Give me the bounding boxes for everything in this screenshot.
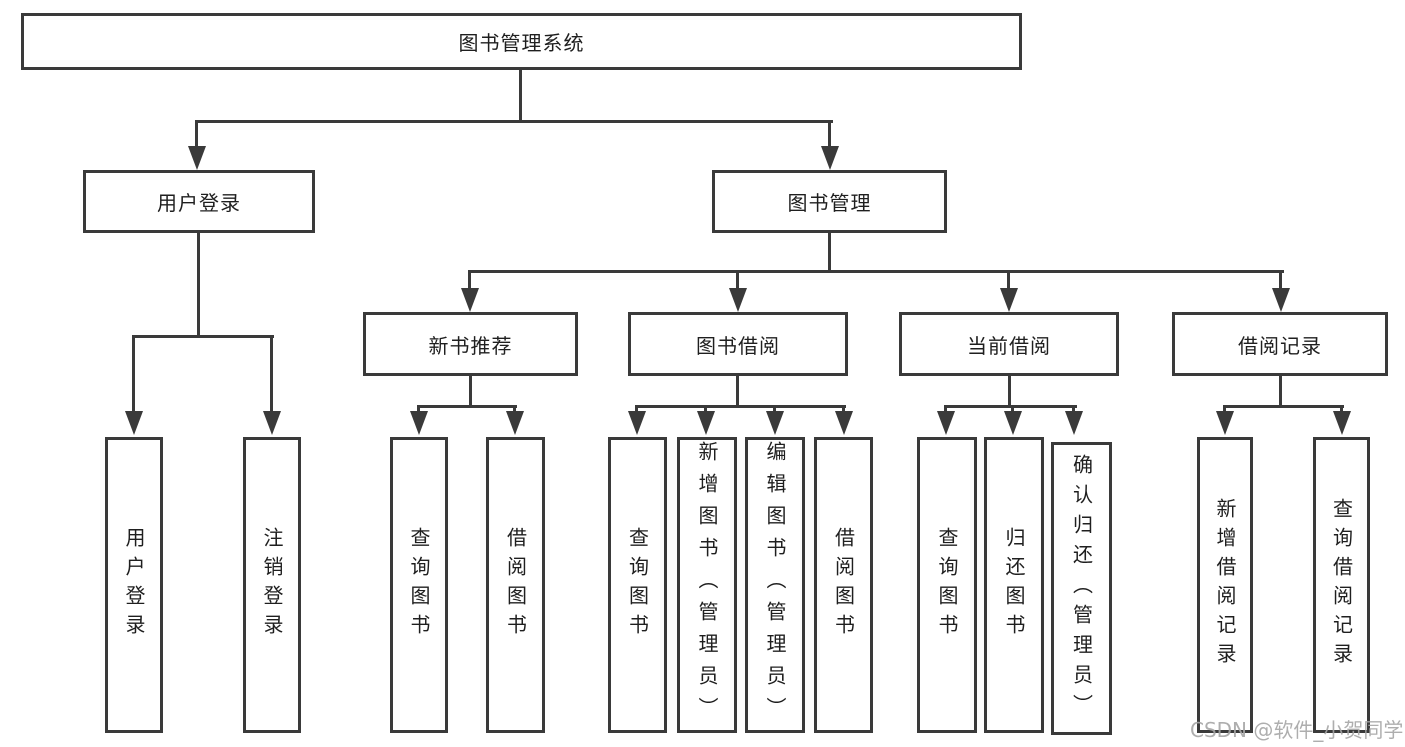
leaf-logout: 注销登录	[243, 437, 301, 733]
connector-line	[704, 405, 707, 414]
connector-line	[1011, 405, 1014, 414]
connector-line	[635, 405, 638, 414]
leaf-borrow-books-recommend-label: 借阅图书	[503, 527, 528, 643]
leaf-borrow-books-recommend: 借阅图书	[486, 437, 545, 733]
leaf-query-books-current: 查询图书	[917, 437, 977, 733]
node-user-login-label: 用户登录	[157, 191, 241, 215]
node-book-borrow: 图书借阅	[628, 312, 848, 376]
connector-line	[132, 335, 274, 338]
leaf-user-login: 用户登录	[105, 437, 163, 733]
leaf-edit-books-admin: 编辑图书（管理员）	[745, 437, 805, 733]
connector-line	[417, 405, 517, 408]
node-new-book-recommend-label: 新书推荐	[428, 333, 513, 358]
arrowhead-icon	[1004, 411, 1022, 435]
connector-line	[773, 405, 776, 414]
connector-line	[1340, 405, 1343, 414]
leaf-confirm-return-admin-label: 确认归还（管理员）	[1069, 453, 1094, 724]
connector-line	[1223, 405, 1226, 414]
arrowhead-icon	[729, 288, 747, 312]
connector-line	[842, 405, 845, 414]
connector-line	[195, 120, 198, 147]
connector-line	[944, 405, 947, 414]
connector-line	[519, 70, 522, 123]
connector-line	[1008, 376, 1011, 408]
node-book-management: 图书管理	[712, 170, 947, 233]
arrowhead-icon	[188, 146, 206, 170]
node-book-borrow-label: 图书借阅	[696, 333, 780, 358]
connector-line	[1007, 270, 1010, 290]
arrowhead-icon	[263, 411, 281, 435]
leaf-query-books-recommend-label: 查询图书	[407, 527, 431, 643]
connector-line	[828, 233, 831, 273]
node-borrow-records: 借阅记录	[1172, 312, 1388, 376]
leaf-return-books: 归还图书	[984, 437, 1044, 733]
connector-line	[1072, 405, 1075, 414]
node-current-borrow: 当前借阅	[899, 312, 1119, 376]
leaf-query-books-borrow: 查询图书	[608, 437, 667, 733]
arrowhead-icon	[1000, 288, 1018, 312]
connector-line	[736, 376, 739, 408]
node-new-book-recommend: 新书推荐	[363, 312, 578, 376]
leaf-query-books-recommend: 查询图书	[390, 437, 448, 733]
connector-line	[1279, 376, 1282, 408]
connector-line	[417, 405, 420, 414]
arrowhead-icon	[506, 411, 524, 435]
leaf-user-login-label: 用户登录	[122, 527, 146, 643]
csdn-watermark: CSDN @软件_小贺同学	[1190, 718, 1404, 742]
leaf-add-borrow-record: 新增借阅记录	[1197, 437, 1253, 733]
connector-line	[270, 335, 273, 413]
arrowhead-icon	[766, 411, 784, 435]
leaf-query-borrow-record: 查询借阅记录	[1313, 437, 1370, 733]
connector-line	[197, 233, 200, 338]
arrowhead-icon	[1065, 411, 1083, 435]
arrowhead-icon	[697, 411, 715, 435]
arrowhead-icon	[821, 146, 839, 170]
arrowhead-icon	[461, 288, 479, 312]
arrowhead-icon	[1272, 288, 1290, 312]
connector-line	[468, 270, 471, 290]
leaf-query-books-borrow-label: 查询图书	[625, 527, 650, 643]
arrowhead-icon	[410, 411, 428, 435]
arrowhead-icon	[835, 411, 853, 435]
leaf-borrow-books: 借阅图书	[814, 437, 873, 733]
leaf-add-books-admin: 新增图书（管理员）	[677, 437, 737, 733]
connector-line	[1223, 405, 1344, 408]
node-user-login: 用户登录	[83, 170, 315, 233]
node-borrow-records-label: 借阅记录	[1238, 333, 1322, 358]
arrowhead-icon	[1333, 411, 1351, 435]
connector-line	[513, 405, 516, 414]
node-root-label: 图书管理系统	[458, 31, 585, 55]
connector-line	[736, 270, 739, 290]
connector-line	[1279, 270, 1282, 290]
connector-line	[469, 376, 472, 408]
arrowhead-icon	[125, 411, 143, 435]
node-current-borrow-label: 当前借阅	[967, 333, 1051, 358]
connector-line	[132, 335, 135, 413]
leaf-add-books-admin-label: 新增图书（管理员）	[695, 441, 719, 729]
connector-line	[828, 120, 831, 147]
leaf-logout-label: 注销登录	[260, 527, 284, 643]
leaf-confirm-return-admin: 确认归还（管理员）	[1051, 442, 1112, 735]
leaf-add-borrow-record-label: 新增借阅记录	[1213, 498, 1237, 672]
leaf-query-borrow-record-label: 查询借阅记录	[1329, 498, 1354, 672]
connector-line	[944, 405, 1077, 408]
leaf-query-books-current-label: 查询图书	[935, 527, 959, 643]
leaf-edit-books-admin-label: 编辑图书（管理员）	[763, 441, 787, 729]
connector-line	[195, 120, 833, 123]
connector-line	[468, 270, 1284, 273]
arrowhead-icon	[1216, 411, 1234, 435]
node-root: 图书管理系统	[21, 13, 1022, 70]
arrowhead-icon	[937, 411, 955, 435]
arrowhead-icon	[628, 411, 646, 435]
connector-line	[635, 405, 846, 408]
node-book-management-label: 图书管理	[787, 191, 872, 215]
leaf-return-books-label: 归还图书	[1002, 527, 1026, 643]
leaf-borrow-books-label: 借阅图书	[831, 527, 856, 643]
